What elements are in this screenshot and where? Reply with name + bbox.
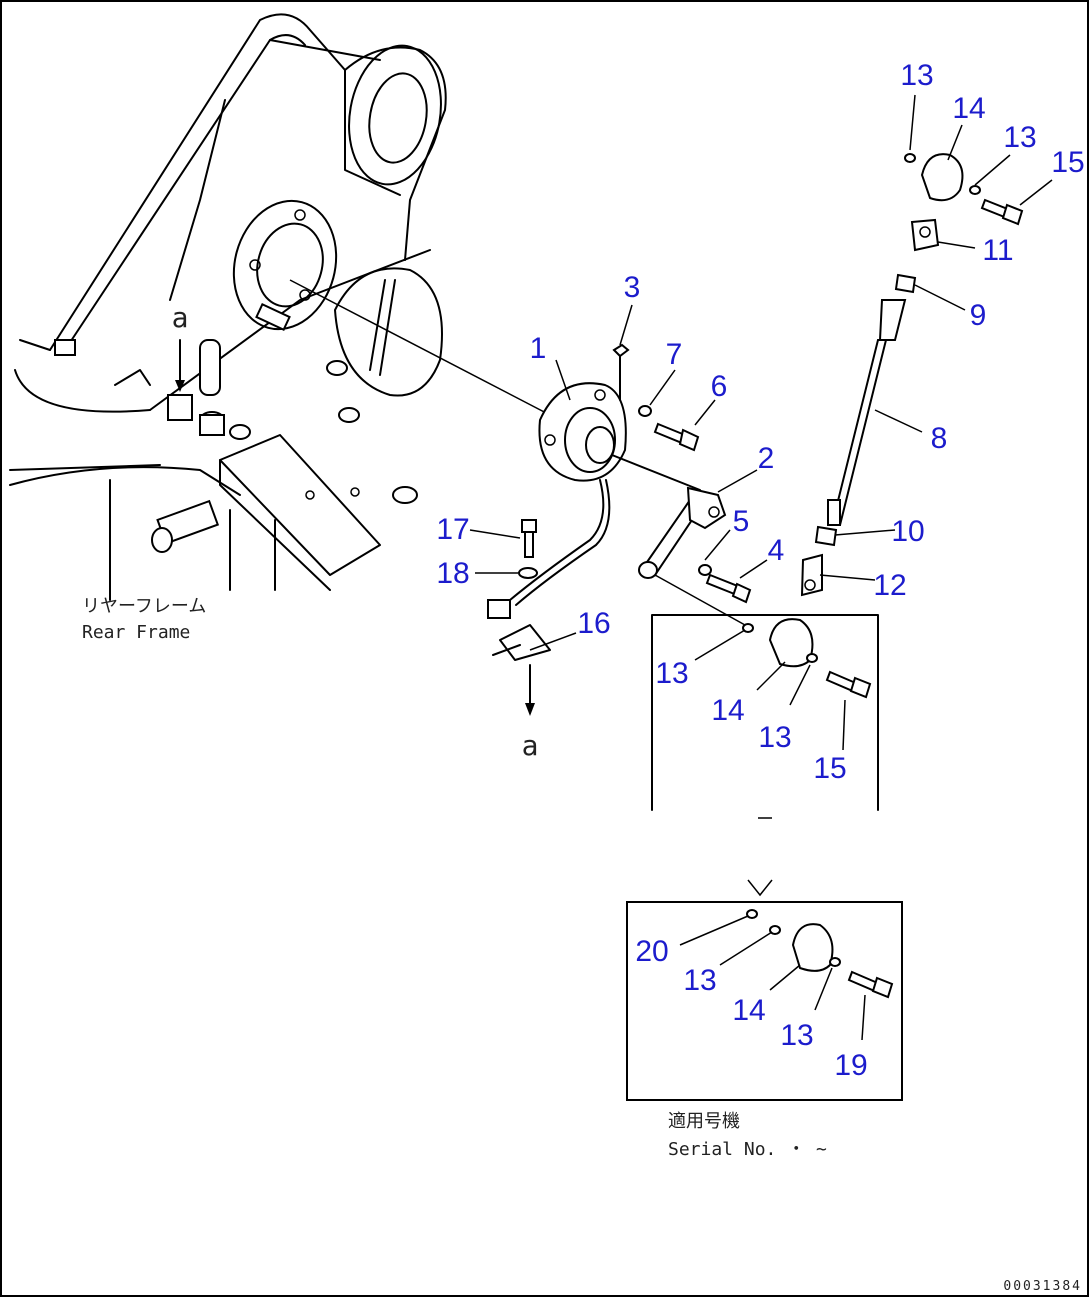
callout-20: 20	[635, 935, 668, 968]
callout-17: 17	[436, 513, 469, 546]
callout-13-box1-left: 13	[655, 657, 688, 690]
rod-8	[827, 299, 907, 526]
drawing-code: 00031384	[1003, 1279, 1082, 1294]
callout-15-top: 15	[1051, 146, 1084, 179]
bolt-15-top	[980, 198, 1024, 226]
callout-13-top-left: 13	[900, 59, 933, 92]
callout-7: 7	[666, 338, 683, 371]
callout-labels: 1 2 3 4 5 6 7 8 9 10 11 12 13 14 13 15 1…	[436, 59, 1084, 1082]
callout-19: 19	[834, 1049, 867, 1082]
callout-5: 5	[733, 505, 750, 538]
nut-9	[894, 273, 917, 294]
ref-marker-a-top: a	[172, 301, 189, 334]
joint-14-top	[920, 153, 964, 202]
callout-16: 16	[577, 607, 610, 640]
washer-13-top-right	[969, 185, 981, 195]
callout-14-box1: 14	[711, 694, 744, 727]
rear-frame-jp-label: リヤーフレーム	[82, 596, 206, 617]
serial-en-label: Serial No. ・ ~	[668, 1139, 827, 1160]
callout-13-top-right: 13	[1003, 121, 1036, 154]
callout-15-box1: 15	[813, 752, 846, 785]
washer-18	[518, 567, 538, 579]
callout-13-box2-right: 13	[780, 1019, 813, 1052]
bolt-17	[521, 519, 537, 558]
sensor-assembly	[487, 343, 701, 661]
callout-6: 6	[711, 370, 728, 403]
callout-14-box2: 14	[732, 994, 765, 1027]
callout-3: 3	[624, 271, 641, 304]
callout-12: 12	[873, 569, 906, 602]
rear-frame-drawing	[9, 13, 447, 601]
callout-14-top: 14	[952, 92, 985, 125]
washer-5	[698, 564, 712, 576]
frame-leader-line	[289, 279, 551, 416]
callout-9: 9	[970, 299, 987, 332]
callout-13-box2-left: 13	[683, 964, 716, 997]
callout-4: 4	[768, 534, 785, 567]
rear-frame-en-label: Rear Frame	[82, 622, 190, 643]
washer-7	[638, 405, 652, 417]
callout-13-box1-right: 13	[758, 721, 791, 754]
callout-8: 8	[931, 422, 948, 455]
ref-marker-a-bottom: a	[522, 729, 539, 762]
callout-2: 2	[758, 442, 775, 475]
lever-2	[638, 486, 727, 579]
leader-lines	[469, 94, 1053, 1041]
callout-1: 1	[530, 332, 547, 365]
callout-11: 11	[982, 234, 1013, 267]
rod-end-11	[910, 218, 940, 252]
bolt-6	[653, 422, 700, 452]
rod-end-12	[800, 553, 823, 597]
callout-18: 18	[436, 557, 469, 590]
callout-10: 10	[891, 515, 924, 548]
bolt-4	[705, 573, 752, 604]
nut-10	[814, 525, 838, 547]
washer-13-top-left	[904, 153, 916, 163]
detail-box-1	[651, 614, 879, 811]
serial-jp-label: 適用号機	[668, 1111, 740, 1132]
view-arrow	[747, 879, 773, 897]
detail-box-2	[626, 901, 903, 1101]
